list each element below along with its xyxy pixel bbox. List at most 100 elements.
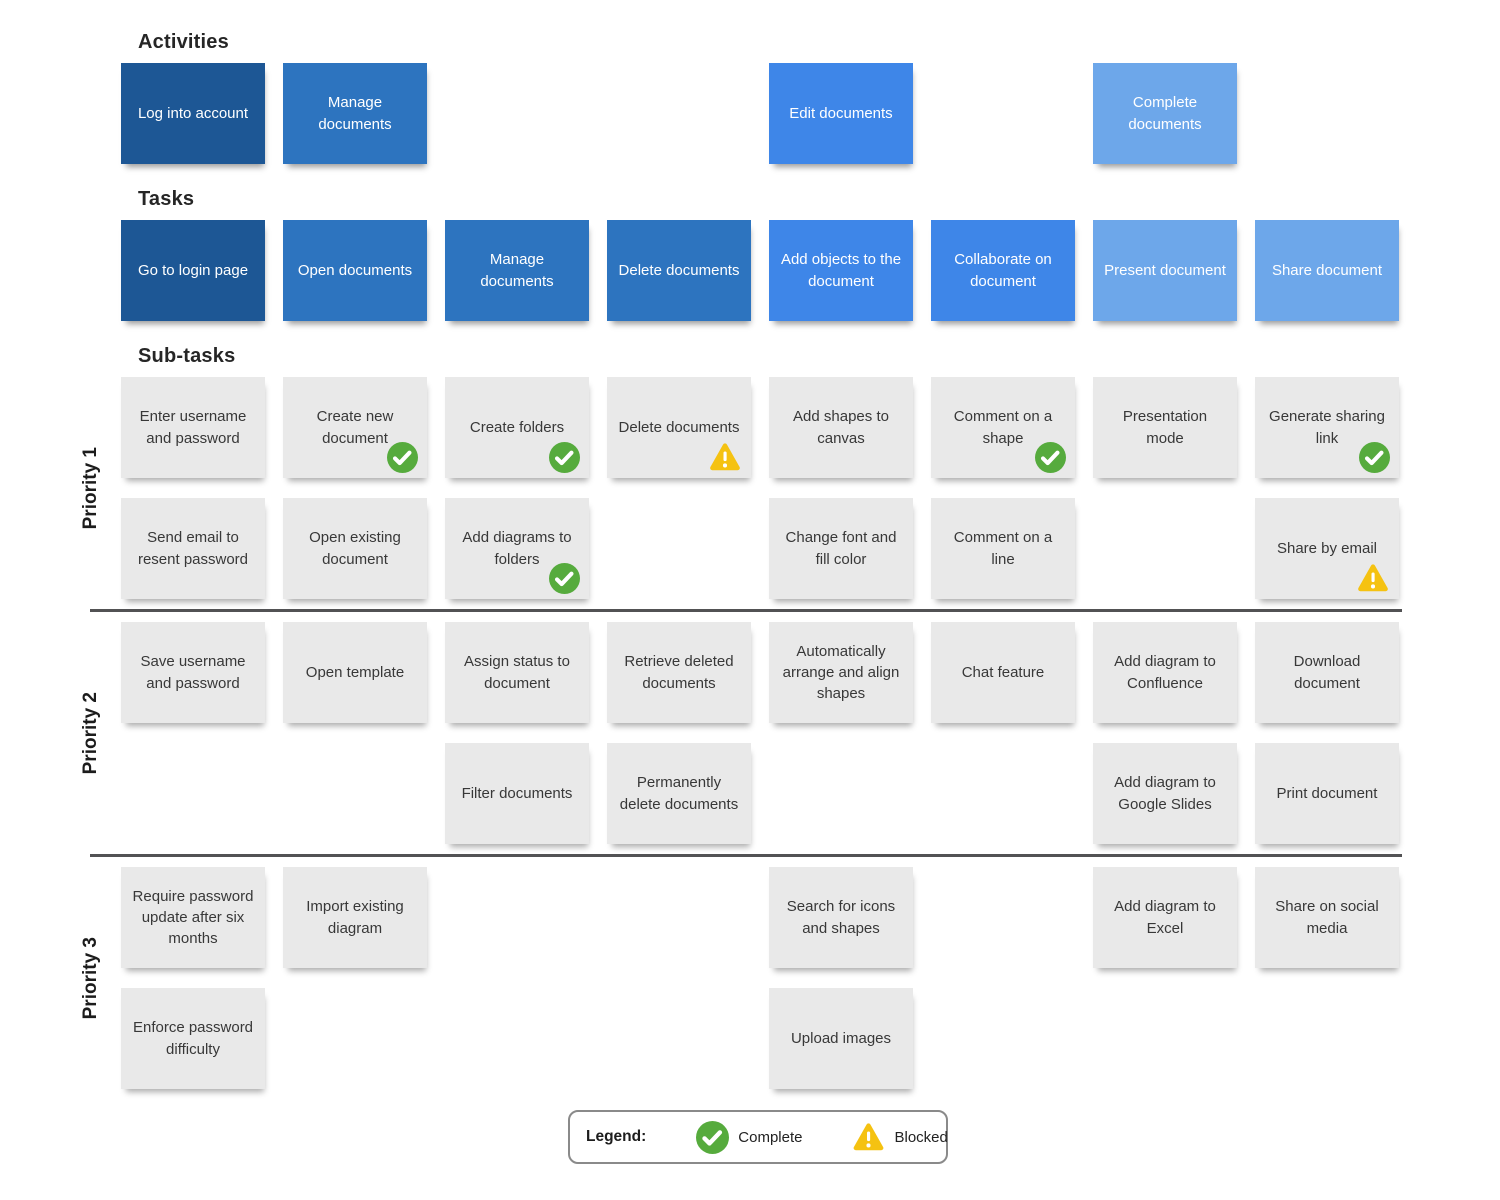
blocked-icon	[708, 442, 742, 472]
task-label: Collaborate on document	[954, 251, 1052, 290]
subtask-card-import-existing-diagram[interactable]: Import existing diagram	[283, 867, 427, 968]
task-card-go-to-login-page[interactable]: Go to login page	[121, 220, 265, 321]
subtask-label: Comment on a line	[953, 529, 1053, 568]
subtask-card-share-on-social-media[interactable]: Share on social media	[1255, 867, 1399, 968]
activities-row: Log into account Manage documents Edit d…	[121, 63, 1500, 164]
complete-icon	[549, 442, 580, 473]
subtask-card-add-shapes-to-canvas[interactable]: Add shapes to canvas	[769, 377, 913, 478]
priority-1-grid: Enter username and password Create new d…	[121, 377, 1500, 599]
subtask-card-comment-on-a-shape[interactable]: Comment on a shape	[931, 377, 1075, 478]
task-card-delete-documents[interactable]: Delete documents	[607, 220, 751, 321]
subtask-card-add-diagram-to-google-slides[interactable]: Add diagram to Google Slides	[1093, 743, 1237, 844]
priority-3-label: Priority 3	[80, 936, 101, 1020]
subtask-label: Change font and fill color	[785, 529, 897, 568]
priority-divider	[90, 854, 1402, 857]
subtask-label: Enforce password difficulty	[132, 1019, 254, 1058]
complete-icon	[1035, 442, 1066, 473]
subtask-card-presentation-mode[interactable]: Presentation mode	[1093, 377, 1237, 478]
subtask-card-change-font-fill-color[interactable]: Change font and fill color	[769, 498, 913, 599]
subtask-label: Send email to resent password	[137, 529, 249, 568]
subtask-label: Require password update after six months	[132, 887, 254, 948]
task-card-open-documents[interactable]: Open documents	[283, 220, 427, 321]
task-label: Open documents	[297, 261, 413, 279]
activity-card-edit-documents[interactable]: Edit documents	[769, 63, 913, 164]
subtask-card-print-document[interactable]: Print document	[1255, 743, 1399, 844]
subtask-card-download-document[interactable]: Download document	[1255, 622, 1399, 723]
task-card-present-document[interactable]: Present document	[1093, 220, 1237, 321]
activity-label: Manage documents	[318, 94, 392, 133]
subtask-label: Presentation mode	[1122, 408, 1208, 447]
priority-divider	[90, 609, 1402, 612]
subtask-card-enforce-password-difficulty[interactable]: Enforce password difficulty	[121, 988, 265, 1089]
priority-3-section: Priority 3 Require password update after…	[80, 867, 1500, 1089]
subtask-card-upload-images[interactable]: Upload images	[769, 988, 913, 1089]
activity-label: Edit documents	[789, 104, 893, 122]
task-card-add-objects-to-document[interactable]: Add objects to the document	[769, 220, 913, 321]
subtask-label: Chat feature	[961, 663, 1045, 681]
subtask-card-create-new-document[interactable]: Create new document	[283, 377, 427, 478]
subtask-label: Upload images	[790, 1029, 892, 1047]
subtask-card-search-icons-shapes[interactable]: Search for icons and shapes	[769, 867, 913, 968]
subtask-label: Open template	[305, 663, 405, 681]
user-story-map: Activities Log into account Manage docum…	[80, 31, 1500, 1164]
complete-icon	[549, 563, 580, 594]
complete-icon	[696, 1120, 730, 1154]
legend: Legend: Complete Blocked	[568, 1110, 948, 1164]
subtask-card-require-password-update[interactable]: Require password update after six months	[121, 867, 265, 968]
subtask-label: Add diagrams to folders	[462, 529, 572, 568]
subtask-card-permanently-delete-documents[interactable]: Permanently delete documents	[607, 743, 751, 844]
subtask-card-delete-documents[interactable]: Delete documents	[607, 377, 751, 478]
activities-heading: Activities	[138, 31, 229, 53]
subtask-label: Add diagram to Excel	[1114, 898, 1216, 937]
subtask-label: Import existing diagram	[306, 898, 404, 937]
subtask-card-assign-status-to-document[interactable]: Assign status to document	[445, 622, 589, 723]
blocked-icon	[1356, 563, 1390, 593]
subtask-card-chat-feature[interactable]: Chat feature	[931, 622, 1075, 723]
tasks-row: Go to login page Open documents Manage d…	[121, 220, 1500, 321]
subtask-card-share-by-email[interactable]: Share by email	[1255, 498, 1399, 599]
legend-item-complete: Complete	[696, 1120, 802, 1154]
complete-icon	[1359, 442, 1390, 473]
subtask-card-create-folders[interactable]: Create folders	[445, 377, 589, 478]
task-card-collaborate-on-document[interactable]: Collaborate on document	[931, 220, 1075, 321]
subtask-label: Print document	[1276, 784, 1378, 802]
subtask-card-add-diagram-to-confluence[interactable]: Add diagram to Confluence	[1093, 622, 1237, 723]
subtask-label: Filter documents	[461, 784, 573, 802]
subtask-label: Generate sharing link	[1269, 408, 1385, 447]
activity-card-manage-documents[interactable]: Manage documents	[283, 63, 427, 164]
priority-1-label: Priority 1	[80, 446, 101, 530]
activity-label: Complete documents	[1128, 94, 1202, 133]
subtask-label: Share on social media	[1275, 898, 1379, 937]
subtask-label: Add shapes to canvas	[793, 408, 889, 447]
task-card-manage-documents[interactable]: Manage documents	[445, 220, 589, 321]
subtask-card-generate-sharing-link[interactable]: Generate sharing link	[1255, 377, 1399, 478]
subtask-card-add-diagram-to-excel[interactable]: Add diagram to Excel	[1093, 867, 1237, 968]
subtask-label: Comment on a shape	[953, 408, 1053, 447]
subtask-card-comment-on-a-line[interactable]: Comment on a line	[931, 498, 1075, 599]
task-label: Share document	[1271, 261, 1383, 279]
subtask-card-add-diagrams-to-folders[interactable]: Add diagrams to folders	[445, 498, 589, 599]
priority-2-section: Priority 2 Save username and password Op…	[80, 622, 1500, 844]
subtask-label: Download document	[1293, 653, 1361, 692]
subtask-card-filter-documents[interactable]: Filter documents	[445, 743, 589, 844]
activity-card-log-into-account[interactable]: Log into account	[121, 63, 265, 164]
task-card-share-document[interactable]: Share document	[1255, 220, 1399, 321]
task-label: Present document	[1104, 261, 1226, 279]
subtask-card-enter-username-password[interactable]: Enter username and password	[121, 377, 265, 478]
subtask-label: Retrieve deleted documents	[624, 653, 734, 692]
subtask-label: Search for icons and shapes	[786, 898, 896, 937]
subtask-card-auto-arrange-align-shapes[interactable]: Automatically arrange and align shapes	[769, 622, 913, 723]
subtask-label: Create folders	[469, 418, 565, 436]
subtask-label: Enter username and password	[139, 408, 247, 447]
legend-item-blocked: Blocked	[852, 1122, 948, 1152]
subtask-label: Delete documents	[618, 418, 740, 436]
subtask-card-retrieve-deleted-documents[interactable]: Retrieve deleted documents	[607, 622, 751, 723]
subtask-card-save-username-password[interactable]: Save username and password	[121, 622, 265, 723]
subtask-card-open-existing-document[interactable]: Open existing document	[283, 498, 427, 599]
subtask-card-send-email-resent-password[interactable]: Send email to resent password	[121, 498, 265, 599]
activity-card-complete-documents[interactable]: Complete documents	[1093, 63, 1237, 164]
task-label: Manage documents	[480, 251, 554, 290]
subtask-label: Add diagram to Confluence	[1114, 653, 1216, 692]
task-label: Delete documents	[618, 261, 740, 279]
subtask-card-open-template[interactable]: Open template	[283, 622, 427, 723]
